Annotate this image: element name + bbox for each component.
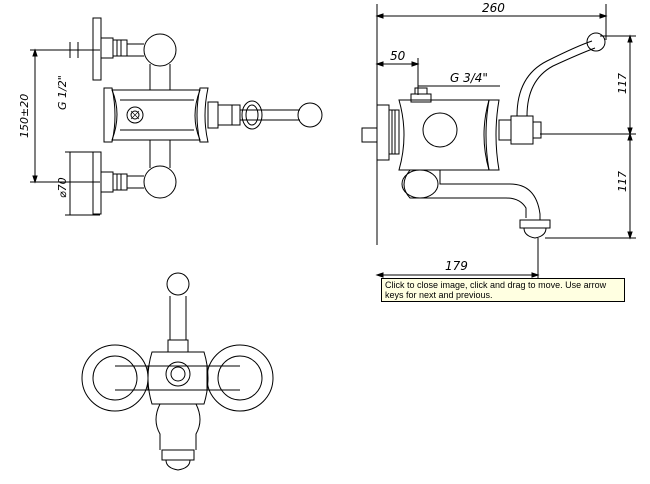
- length-179-label: 179: [445, 259, 468, 273]
- top-view: [81, 272, 274, 471]
- front-view: [30, 17, 323, 216]
- width-260-label: 260: [482, 1, 505, 15]
- height-117-top-label: 117: [616, 73, 629, 94]
- thread-g12-label: G 1/2": [56, 75, 69, 110]
- offset-50-label: 50: [390, 49, 406, 63]
- side-view-labels: 260 50 G 3/4" 117 117 179: [390, 1, 629, 273]
- spacing-dimension: 150±20: [18, 94, 31, 138]
- side-view: [361, 4, 636, 280]
- diameter-label: ⌀70: [56, 177, 69, 198]
- height-117-bottom-label: 117: [616, 171, 629, 192]
- image-viewer-tooltip[interactable]: Click to close image, click and drag to …: [381, 278, 625, 302]
- thread-g34-label: G 3/4": [450, 71, 488, 85]
- front-view-labels: 150±20 G 1/2" ⌀70: [18, 75, 69, 198]
